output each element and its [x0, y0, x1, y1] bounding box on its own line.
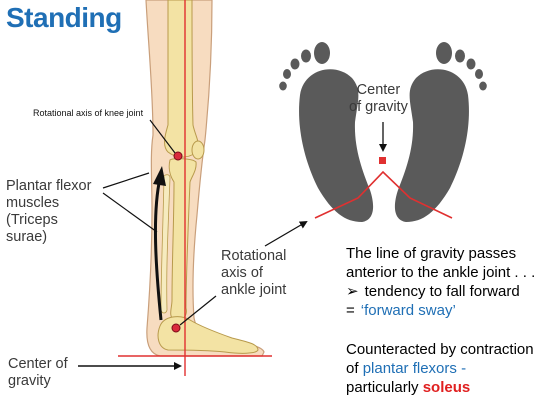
particularly-text: particularly	[346, 379, 419, 396]
patella-bone	[191, 140, 205, 160]
ankle-axis-line-2: axis of	[221, 265, 263, 281]
plantar-flexor-line-2: muscles	[6, 195, 60, 211]
footprints	[279, 42, 487, 223]
left-toe-2	[301, 49, 311, 63]
cog-top-line-1: Center	[356, 82, 401, 98]
explanation-line-3: ➢ tendency to fall forward	[346, 282, 535, 301]
right-toe-1	[436, 42, 452, 64]
left-toe-5	[279, 81, 287, 91]
left-toe-1	[314, 42, 330, 64]
left-toe-3	[290, 58, 300, 70]
knee-axis-label: Rotational axis of knee joint	[33, 108, 144, 118]
fibula-bone	[160, 174, 171, 314]
explanation-line-1: The line of gravity passes	[346, 245, 517, 262]
equals-symbol: =	[346, 302, 355, 319]
cog-top-label: Center of gravity	[349, 82, 408, 116]
forward-sway-text: ‘forward sway’	[360, 302, 456, 319]
bullet-arrow-icon: ➢	[346, 283, 359, 300]
knee-pointer-line	[149, 119, 176, 154]
right-toe-3	[466, 58, 476, 70]
tendency-text: tendency to fall forward	[364, 283, 520, 300]
of-text: of	[346, 360, 359, 377]
center-of-gravity-marker	[379, 157, 386, 164]
knee-axis-marker	[173, 151, 183, 161]
foot-bones	[157, 316, 259, 354]
ankle-axis-marker	[171, 323, 181, 333]
base-of-support-line	[314, 170, 453, 219]
femur-bone	[164, 0, 199, 158]
cog-bottom-line-2: gravity	[8, 373, 51, 389]
right-toe-5	[479, 81, 487, 91]
counteraction-block: Counteracted by contraction of plantar f…	[346, 340, 534, 397]
line-of-gravity-pointer	[264, 220, 308, 247]
right-toe-4	[475, 69, 483, 79]
left-footprint	[299, 69, 374, 223]
right-footprint	[394, 69, 469, 223]
ankle-axis-line-1: Rotational	[221, 248, 287, 264]
ankle-axis-line-3: ankle joint	[221, 282, 287, 298]
counteraction-line-2: of plantar flexors -	[346, 359, 534, 378]
cog-bottom-label: Center of gravity	[8, 356, 68, 390]
plantar-pointer-line-b	[102, 192, 158, 233]
plantar-pointer-line-a	[102, 172, 150, 189]
plantar-flexor-arrow	[153, 177, 163, 321]
plantar-flexor-arrowhead	[153, 166, 166, 186]
explanation-line-4: = ‘forward sway’	[346, 301, 535, 320]
plantar-flexor-line-3: (Triceps	[6, 212, 58, 228]
cog-top-line-2: of gravity	[349, 99, 408, 115]
plantar-flexor-label: Plantar flexor muscles (Triceps surae)	[6, 178, 91, 246]
plantar-flexor-line-4: surae)	[6, 229, 48, 245]
cog-bottom-line-1: Center of	[8, 356, 68, 372]
ankle-axis-label: Rotational axis of ankle joint	[221, 248, 286, 299]
explanation-block: The line of gravity passes anterior to t…	[346, 244, 535, 320]
counteraction-line-1: Counteracted by contraction	[346, 341, 534, 358]
left-toe-4	[283, 69, 291, 79]
page-title: Standing	[6, 2, 122, 33]
ankle-pointer-line	[179, 295, 217, 326]
right-toe-2	[455, 49, 465, 63]
counteraction-line-3: particularly soleus	[346, 378, 534, 397]
plantar-flexors-text: plantar flexors -	[362, 360, 467, 377]
soleus-text: soleus	[422, 379, 471, 396]
plantar-flexor-line-1: Plantar flexor	[6, 178, 92, 194]
explanation-line-2: anterior to the ankle joint . . .	[346, 264, 536, 281]
